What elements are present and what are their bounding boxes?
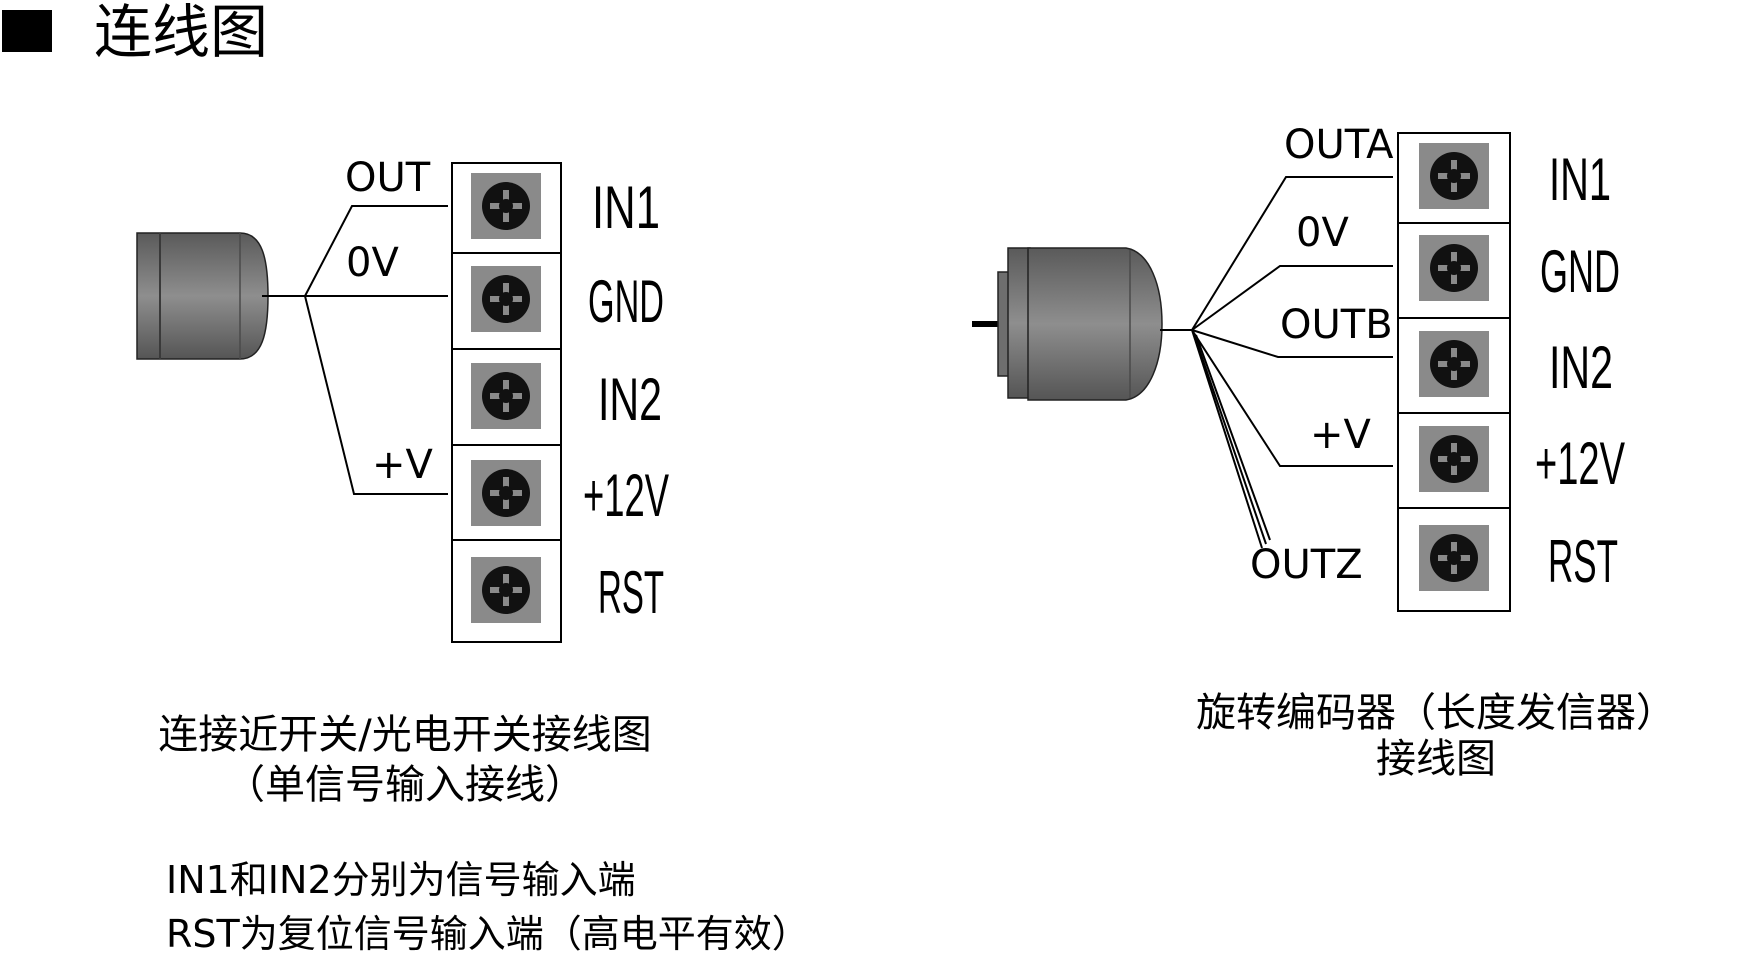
terminal-label: GND — [588, 268, 664, 335]
terminal-screw-icon — [1419, 426, 1489, 492]
wire-label: OUTB — [1280, 302, 1393, 348]
heading-bullet — [2, 10, 52, 52]
right-caption-line1: 旋转编码器（长度发信器） — [1196, 690, 1676, 736]
note-line: RST为复位信号输入端（高电平有效） — [166, 912, 810, 956]
left-terminal-block — [451, 162, 562, 643]
terminal-label: IN2 — [1549, 334, 1613, 401]
page-title: 连线图 — [94, 0, 269, 66]
terminal-screw-icon — [1419, 525, 1489, 591]
terminal-label: IN1 — [592, 174, 660, 241]
wire-label: OUTZ — [1250, 542, 1363, 588]
right-wires — [1191, 176, 1393, 549]
terminal-screw-icon — [1419, 331, 1489, 397]
wire-outz-2 — [1195, 334, 1271, 541]
wire-outz-3 — [1193, 333, 1267, 545]
wire-label: +V — [1310, 412, 1372, 458]
note-line: IN1和IN2分别为信号输入端 — [166, 858, 636, 902]
wire-0v — [1191, 265, 1393, 331]
terminal-label: RST — [1548, 528, 1618, 595]
terminal-screw-icon — [471, 363, 541, 429]
terminal-label: IN2 — [598, 366, 662, 433]
left-caption-line2: （单信号输入接线） — [225, 762, 585, 808]
wire-label: 0V — [346, 240, 399, 286]
wire-label: OUTA — [1284, 122, 1394, 168]
terminal-label: +12V — [1535, 430, 1625, 497]
terminal-screw-icon — [1419, 235, 1489, 301]
terminal-label: IN1 — [1549, 146, 1611, 213]
terminal-screw-icon — [1419, 143, 1489, 209]
wire-plus-v — [1191, 329, 1393, 467]
terminal-screw-icon — [471, 557, 541, 623]
wire-outz — [1191, 329, 1263, 549]
right-terminal-block — [1397, 132, 1511, 612]
right-caption-line2: 接线图 — [1376, 736, 1496, 782]
left-caption-line1: 连接近开关/光电开关接线图 — [158, 712, 652, 758]
wire-label: +V — [372, 442, 434, 488]
terminal-screw-icon — [471, 266, 541, 332]
wire-plus-v — [304, 295, 448, 495]
terminal-screw-icon — [471, 460, 541, 526]
terminal-label: RST — [598, 559, 664, 626]
left-wires — [304, 205, 448, 495]
terminal-label: +12V — [583, 462, 669, 529]
wire-label: OUT — [345, 155, 431, 201]
wire-out — [304, 205, 448, 297]
proximity-sensor-icon — [136, 232, 269, 360]
wire-label: 0V — [1296, 210, 1349, 256]
terminal-screw-icon — [471, 173, 541, 239]
rotary-encoder-icon — [972, 247, 1163, 401]
wire-outb — [1191, 329, 1393, 358]
wire-outa — [1191, 176, 1393, 331]
terminal-label: GND — [1540, 238, 1620, 305]
